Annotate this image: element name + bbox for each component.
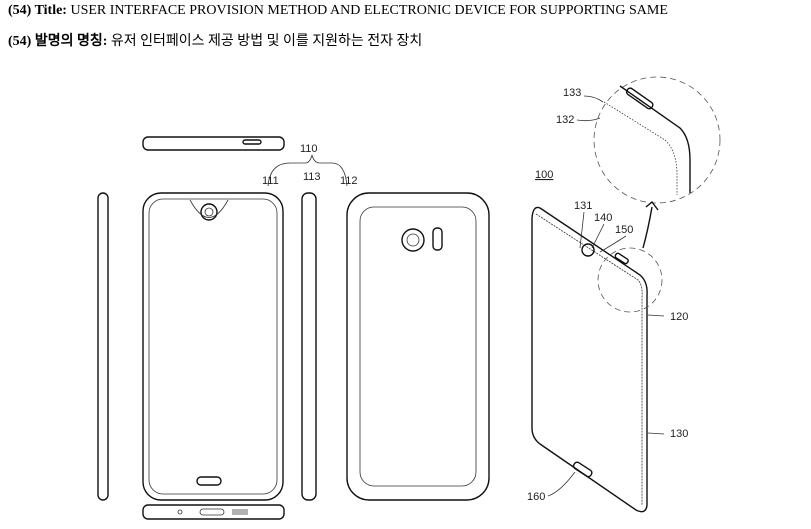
top-slot <box>242 139 262 145</box>
label-100: 100 <box>535 169 553 181</box>
label-110: 110 <box>300 143 318 155</box>
phone-front-view <box>142 192 284 501</box>
phone-back-view <box>346 192 490 501</box>
leader-lines <box>547 95 665 497</box>
label-133: 133 <box>563 87 581 99</box>
label-113: 113 <box>303 171 321 183</box>
title-text: USER INTERFACE PROVISION METHOD AND ELEC… <box>70 3 668 18</box>
label-120: 120 <box>670 311 688 323</box>
phone-left-side-view <box>97 192 109 501</box>
patent-title-en: (54) Title: USER INTERFACE PROVISION MET… <box>8 3 668 19</box>
title-prefix: (54) Title: <box>8 3 67 18</box>
label-112: 112 <box>340 175 358 187</box>
phone-top-view <box>142 136 285 151</box>
label-131: 131 <box>574 200 592 212</box>
label-150: 150 <box>615 224 633 236</box>
brace-110 <box>267 154 348 187</box>
ko-title-text: 유저 인터페이스 제공 방법 및 이를 지원하는 전자 장치 <box>110 34 423 49</box>
patent-title-ko: (54) 발명의 명칭: 유저 인터페이스 제공 방법 및 이를 지원하는 전자… <box>8 30 422 50</box>
label-111: 111 <box>262 175 279 187</box>
phone-bottom-view <box>142 504 285 520</box>
label-132: 132 <box>556 114 574 126</box>
phone-perspective-view <box>531 76 721 513</box>
label-130: 130 <box>670 428 688 440</box>
ko-title-prefix: (54) 발명의 명칭: <box>8 34 108 49</box>
label-160: 160 <box>527 491 545 503</box>
label-140: 140 <box>594 212 612 224</box>
phone-right-side-view <box>301 192 317 501</box>
